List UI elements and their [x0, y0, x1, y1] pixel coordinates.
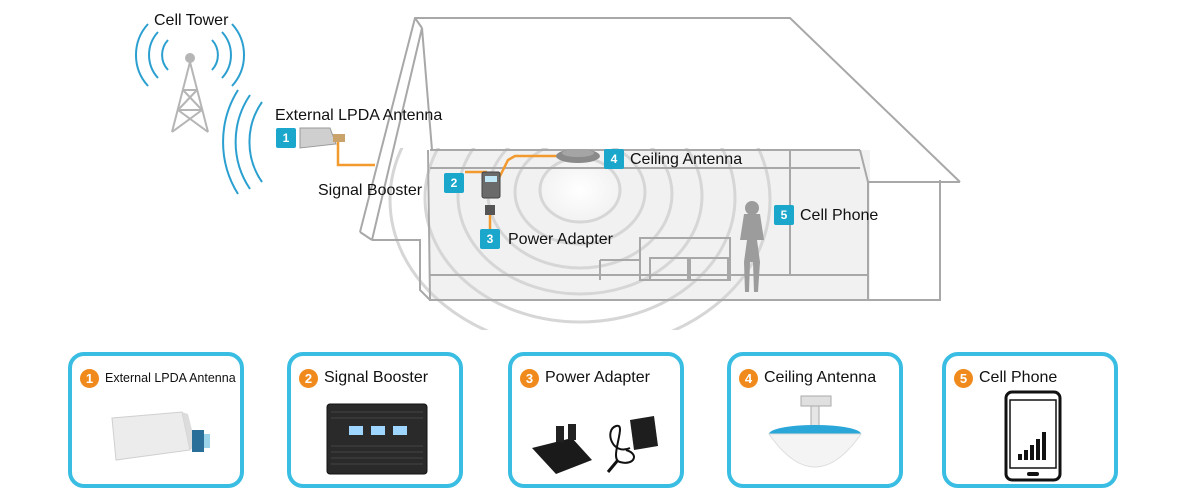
- person-with-phone-icon: [740, 201, 764, 292]
- card-number-badge: 4: [739, 368, 758, 388]
- step-badge-1: 1: [276, 128, 296, 148]
- card-external-antenna[interactable]: 1 External LPDA Antenna: [68, 352, 244, 488]
- cell-phone-image: [1004, 390, 1062, 482]
- house-outline: [359, 17, 961, 301]
- card-ceiling-antenna[interactable]: 4 Ceiling Antenna: [727, 352, 903, 488]
- card-title-row: 2 Signal Booster: [299, 366, 453, 390]
- step-badge-4: 4: [604, 149, 624, 169]
- card-title: Cell Phone: [979, 369, 1058, 386]
- step-label-signal-booster: Signal Booster: [318, 182, 423, 199]
- signal-booster-icon: [481, 171, 501, 215]
- card-title-row: 1 External LPDA Antenna: [80, 366, 236, 390]
- card-number-badge: 2: [299, 368, 318, 388]
- card-number-badge: 3: [520, 368, 539, 388]
- signal-bars-icon: [1018, 432, 1046, 460]
- step-badge-3: 3: [480, 229, 500, 249]
- card-title-row: 3 Power Adapter: [520, 366, 674, 390]
- product-cards: 1 External LPDA Antenna 2 Signal Booster: [0, 352, 1200, 500]
- ceiling-antenna-icon: [556, 149, 600, 163]
- step-badge-5: 5: [774, 205, 794, 225]
- card-title-row: 4 Ceiling Antenna: [739, 366, 893, 390]
- card-power-adapter[interactable]: 3 Power Adapter: [508, 352, 684, 488]
- step-badge-2: 2: [444, 173, 464, 193]
- installation-scene: Cell Tower 1 External LPDA Antenna 2 Sig…: [135, 12, 961, 352]
- card-title: Signal Booster: [324, 369, 429, 386]
- lpda-antenna-image: [111, 411, 210, 461]
- card-title: Power Adapter: [545, 369, 650, 386]
- tower-signal-waves: [135, 23, 263, 195]
- card-cell-phone[interactable]: 5 Cell Phone: [942, 352, 1118, 488]
- lpda-antenna-icon: [299, 127, 345, 149]
- card-title: External LPDA Antenna: [105, 371, 236, 385]
- house-illustration: [135, 17, 961, 352]
- card-title-row: 5 Cell Phone: [954, 366, 1108, 390]
- signal-booster-image: [326, 403, 428, 475]
- ceiling-antenna-image: [768, 395, 862, 468]
- cell-tower-label: Cell Tower: [154, 12, 229, 29]
- step-label-cell-phone: Cell Phone: [800, 207, 879, 224]
- step-label-ceiling-antenna: Ceiling Antenna: [630, 151, 743, 168]
- step-label-power-adapter: Power Adapter: [508, 231, 613, 248]
- card-title: Ceiling Antenna: [764, 369, 877, 386]
- card-signal-booster[interactable]: 2 Signal Booster: [287, 352, 463, 488]
- cell-tower-icon: [171, 53, 209, 133]
- step-label-external-antenna: External LPDA Antenna: [275, 107, 443, 124]
- card-number-badge: 1: [80, 368, 99, 388]
- power-adapter-image: [532, 416, 658, 474]
- card-number-badge: 5: [954, 368, 973, 388]
